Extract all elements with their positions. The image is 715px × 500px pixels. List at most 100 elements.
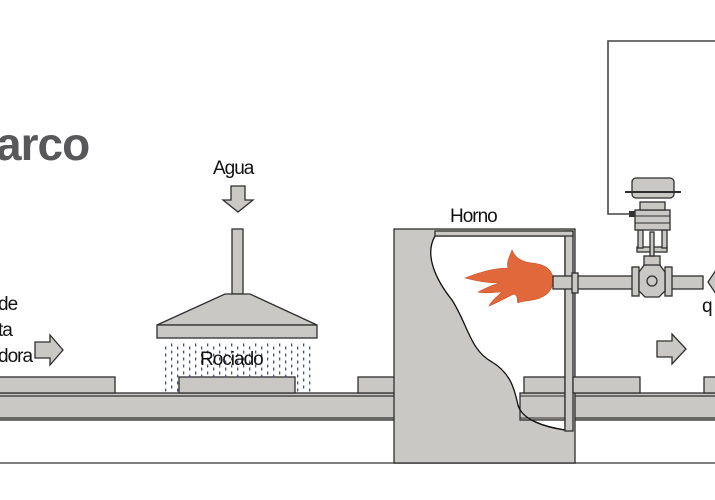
spray-dot bbox=[189, 360, 191, 364]
spray-dot bbox=[195, 364, 197, 368]
spray-dot bbox=[255, 350, 257, 354]
water-pipe bbox=[231, 228, 244, 295]
spray-dot bbox=[267, 350, 269, 354]
steel-plate bbox=[572, 376, 641, 394]
spray-dot bbox=[219, 357, 221, 361]
spray-dot bbox=[183, 364, 185, 368]
spray-dot bbox=[219, 350, 221, 354]
spray-dot bbox=[189, 346, 191, 350]
conveyor bbox=[0, 392, 715, 464]
spray-dot bbox=[207, 364, 209, 368]
left-label-line3: dora bbox=[0, 346, 33, 367]
spray-dot bbox=[195, 343, 197, 347]
spray-dot bbox=[309, 388, 311, 392]
spray-dot bbox=[225, 367, 227, 371]
spray-dot bbox=[189, 374, 191, 378]
spray-dot bbox=[183, 343, 185, 347]
spray-dot bbox=[267, 343, 269, 347]
spray-dot bbox=[279, 364, 281, 368]
spray-dot bbox=[213, 367, 215, 371]
spray-dot bbox=[303, 350, 305, 354]
spray-dot bbox=[309, 353, 311, 357]
spray-dot bbox=[249, 353, 251, 357]
spray-dot bbox=[309, 346, 311, 350]
spray-dot bbox=[291, 357, 293, 361]
spray-dot bbox=[171, 385, 173, 389]
spray-dot bbox=[201, 367, 203, 371]
spray-dot bbox=[237, 367, 239, 371]
spray-dot bbox=[255, 364, 257, 368]
spray-dot bbox=[213, 346, 215, 350]
spray-dot bbox=[243, 343, 245, 347]
spray-dot bbox=[273, 360, 275, 364]
spray-dot bbox=[261, 353, 263, 357]
spray-dot bbox=[279, 357, 281, 361]
spray-dot bbox=[207, 343, 209, 347]
spray-dot bbox=[243, 364, 245, 368]
spray-dot bbox=[291, 371, 293, 375]
spray-dot bbox=[213, 374, 215, 378]
flame-icon bbox=[464, 249, 554, 307]
spray-dot bbox=[237, 360, 239, 364]
spray-dot bbox=[303, 378, 305, 382]
spray-dot bbox=[273, 367, 275, 371]
spray-dot bbox=[255, 371, 257, 375]
spray-header bbox=[156, 324, 318, 339]
spray-dot bbox=[177, 381, 179, 385]
right-partial-label: q bbox=[702, 296, 712, 317]
spray-dot bbox=[285, 374, 287, 378]
furnace bbox=[393, 228, 576, 464]
spray-dot bbox=[273, 346, 275, 350]
water-label: Agua bbox=[213, 158, 255, 179]
spray-dot bbox=[231, 343, 233, 347]
spray-dot bbox=[165, 360, 167, 364]
spray-dot bbox=[231, 364, 233, 368]
flow-arrow-right-icon bbox=[656, 332, 687, 366]
spray-dot bbox=[171, 378, 173, 382]
spray-dot bbox=[231, 371, 233, 375]
spray-dot bbox=[171, 343, 173, 347]
spray-dot bbox=[165, 353, 167, 357]
spray-dot bbox=[249, 374, 251, 378]
spray-hood bbox=[156, 293, 318, 326]
spray-dots bbox=[165, 343, 311, 392]
spray-dot bbox=[213, 353, 215, 357]
spray-dot bbox=[177, 388, 179, 392]
spray-dot bbox=[297, 388, 299, 392]
spray-label: Rociado bbox=[200, 349, 263, 370]
spray-dot bbox=[243, 350, 245, 354]
steel-plate bbox=[178, 376, 296, 394]
spray-dot bbox=[291, 350, 293, 354]
spray-dot bbox=[177, 353, 179, 357]
spray-dot bbox=[237, 353, 239, 357]
spray-dot bbox=[285, 367, 287, 371]
flow-arrow-right-icon bbox=[34, 333, 64, 367]
spray-dot bbox=[165, 374, 167, 378]
spray-dot bbox=[177, 360, 179, 364]
spray-dot bbox=[183, 350, 185, 354]
spray-dot bbox=[309, 360, 311, 364]
spray-dot bbox=[303, 364, 305, 368]
spray-dot bbox=[273, 353, 275, 357]
spray-dot bbox=[267, 357, 269, 361]
flow-arrow-down-icon bbox=[221, 185, 255, 213]
spray-dot bbox=[177, 374, 179, 378]
spray-dot bbox=[183, 371, 185, 375]
spray-dot bbox=[237, 374, 239, 378]
spray-dot bbox=[201, 360, 203, 364]
spray-dot bbox=[201, 346, 203, 350]
steel-plate bbox=[703, 376, 715, 394]
spray-dot bbox=[267, 364, 269, 368]
spray-dot bbox=[249, 360, 251, 364]
spray-dot bbox=[195, 371, 197, 375]
control-valve bbox=[625, 177, 681, 298]
spray-dot bbox=[285, 353, 287, 357]
spray-dot bbox=[249, 346, 251, 350]
spray-dot bbox=[195, 350, 197, 354]
spray-dot bbox=[303, 357, 305, 361]
spray-dot bbox=[201, 374, 203, 378]
spray-dot bbox=[267, 371, 269, 375]
logo: arco bbox=[0, 118, 89, 170]
spray-dot bbox=[255, 357, 257, 361]
